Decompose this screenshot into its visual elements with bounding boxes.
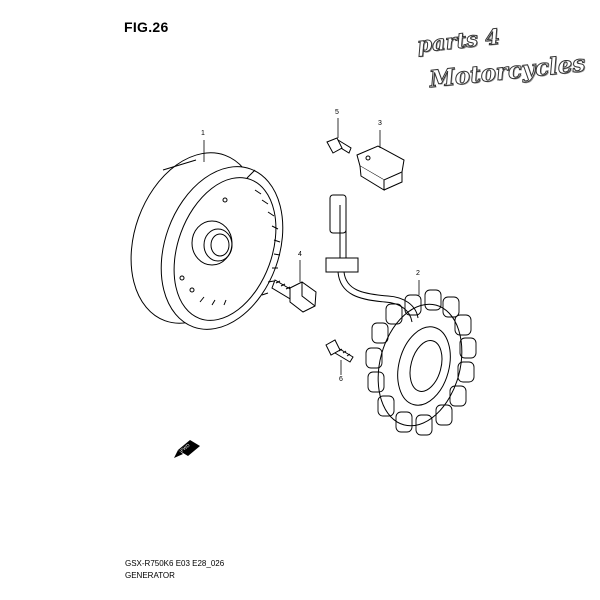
callout-5: 5 <box>335 109 339 116</box>
clamp-part-3 <box>356 145 405 191</box>
callout-6: 6 <box>339 376 343 383</box>
screw-part-6 <box>325 339 354 363</box>
stator-part-2 <box>325 194 477 436</box>
callout-2: 2 <box>416 270 420 277</box>
callout-1: 1 <box>201 130 205 137</box>
figure-title: FIG.26 <box>124 19 169 35</box>
bolt-part-4 <box>271 279 317 313</box>
callout-4: 4 <box>298 251 302 258</box>
fwd-arrow: FWD <box>174 440 200 458</box>
callout-3: 3 <box>378 120 382 127</box>
fwd-label: FWD <box>179 442 191 453</box>
screw-part-5 <box>326 137 352 154</box>
part-group-caption: GENERATOR <box>125 571 175 580</box>
leader-lines <box>203 118 420 375</box>
model-code-caption: GSX-R750K6 E03 E28_026 <box>125 559 225 568</box>
rotor-part-1 <box>130 152 284 330</box>
